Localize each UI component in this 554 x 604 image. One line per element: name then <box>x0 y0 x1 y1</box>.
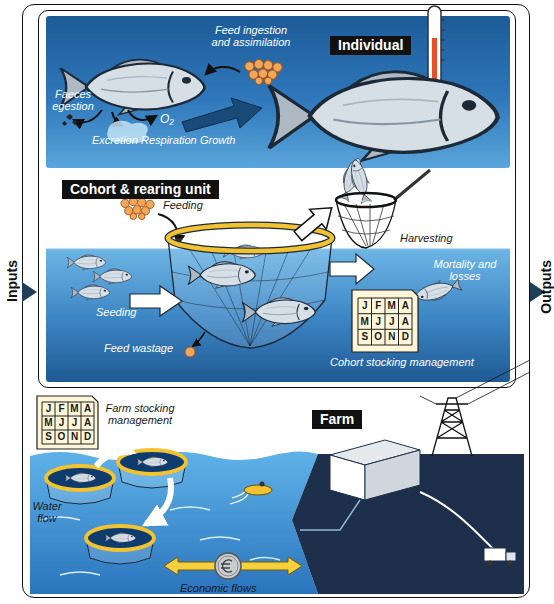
farm-scene-part <box>86 538 154 564</box>
farm-scene-part <box>118 450 186 474</box>
process-label: Excretion <box>92 134 138 146</box>
farm-scene-part <box>146 478 171 524</box>
calendar-cell: M <box>42 416 55 430</box>
calendar-cell: J <box>372 315 386 329</box>
calendar-cell: D <box>81 430 94 444</box>
farm-scene-part <box>96 451 132 466</box>
calendar-cell: S <box>42 430 55 444</box>
farm-scene-part <box>65 473 96 484</box>
calendar-cell: J <box>385 315 399 329</box>
note-label: Water flow <box>26 500 68 524</box>
process-label: Feeding <box>163 199 203 211</box>
farm-scene-part <box>30 451 318 594</box>
farm-scene-part <box>86 526 154 550</box>
farm-scene-part <box>86 526 154 550</box>
farm-scene-part <box>105 533 136 544</box>
calendar-farm-part <box>37 396 98 449</box>
process-label: Harvesting <box>400 232 453 244</box>
farm-scene-part <box>230 490 248 504</box>
calendar-cell: J <box>358 299 372 313</box>
economic-flow-symbol-part <box>218 556 238 576</box>
farm-scene-part <box>260 482 265 487</box>
calendar-cell: F <box>372 299 386 313</box>
note-label: Cohort stocking management <box>330 356 474 368</box>
calendar-farm-part <box>42 402 94 444</box>
calendar-cell: O <box>55 430 68 444</box>
calendar-cell: F <box>55 402 68 416</box>
farm-scene <box>30 360 530 594</box>
farm-scene-part <box>488 561 493 566</box>
farm-scene-part <box>300 500 360 530</box>
panel-box: Farm <box>28 392 526 596</box>
farm-scene-part <box>40 507 280 575</box>
farm-scene-part <box>118 462 186 488</box>
farm-scene-part <box>292 454 524 594</box>
process-label: Faeces egestion <box>48 88 98 112</box>
economic-flow-symbol-part <box>215 553 241 579</box>
farm-scene-part <box>506 552 516 561</box>
calendar-cell: M <box>385 299 399 313</box>
farm-scene-part <box>46 466 114 490</box>
calendar-cell: O <box>372 330 386 344</box>
panel-heading: Farm <box>312 410 362 429</box>
process-label: Feed wastage <box>104 342 173 354</box>
process-label: Feed ingestion and assimilation <box>207 24 295 48</box>
economic-flow-symbol-part <box>164 557 302 575</box>
farm-scene-part <box>420 492 500 556</box>
io-label: Outputs <box>538 260 554 314</box>
calendar-cell: A <box>81 402 94 416</box>
calendar-cell: J <box>55 416 68 430</box>
calendar-farm <box>37 396 98 449</box>
process-label: Growth <box>200 134 235 146</box>
panel-heading: Individual <box>330 36 411 55</box>
process-label: Mortality and losses <box>430 258 500 282</box>
farm-scene-part <box>46 466 114 490</box>
calendar-cell: N <box>385 330 399 344</box>
farm-scene-part <box>484 548 506 561</box>
calendar-cell: A <box>399 299 413 313</box>
calendar-cell: S <box>358 330 372 344</box>
calendar-cell: N <box>68 430 81 444</box>
economic-flow-symbol <box>164 553 302 579</box>
farm-scene-part <box>244 485 272 495</box>
io-label: Inputs <box>4 260 20 302</box>
process-label: O₂ <box>160 113 174 125</box>
calendar-cell: A <box>81 416 94 430</box>
farm-scene-part <box>508 561 513 566</box>
panel-heading: Cohort & rearing unit <box>62 180 219 199</box>
calendar-cell: D <box>399 330 413 344</box>
farm-scene-part <box>330 440 420 465</box>
process-label: Respiration <box>141 134 197 146</box>
farm-scene-part <box>432 398 472 456</box>
note-label: Economic flows <box>180 582 256 594</box>
calendar-cell: A <box>399 315 413 329</box>
calendar-cell: M <box>68 402 81 416</box>
calendar-cell: J <box>68 416 81 430</box>
farm-scene-part <box>137 457 168 468</box>
calendar-cell: J <box>42 402 55 416</box>
economic-flow-symbol-part <box>221 560 232 572</box>
note-label: Farm stocking management <box>100 402 180 426</box>
farm-scene-part <box>118 450 186 474</box>
process-label: Seeding <box>96 306 136 318</box>
farm-scene-part <box>330 455 365 500</box>
calendar-cell: M <box>358 315 372 329</box>
farm-scene-part <box>365 450 420 500</box>
io-arrows-part <box>22 282 37 302</box>
